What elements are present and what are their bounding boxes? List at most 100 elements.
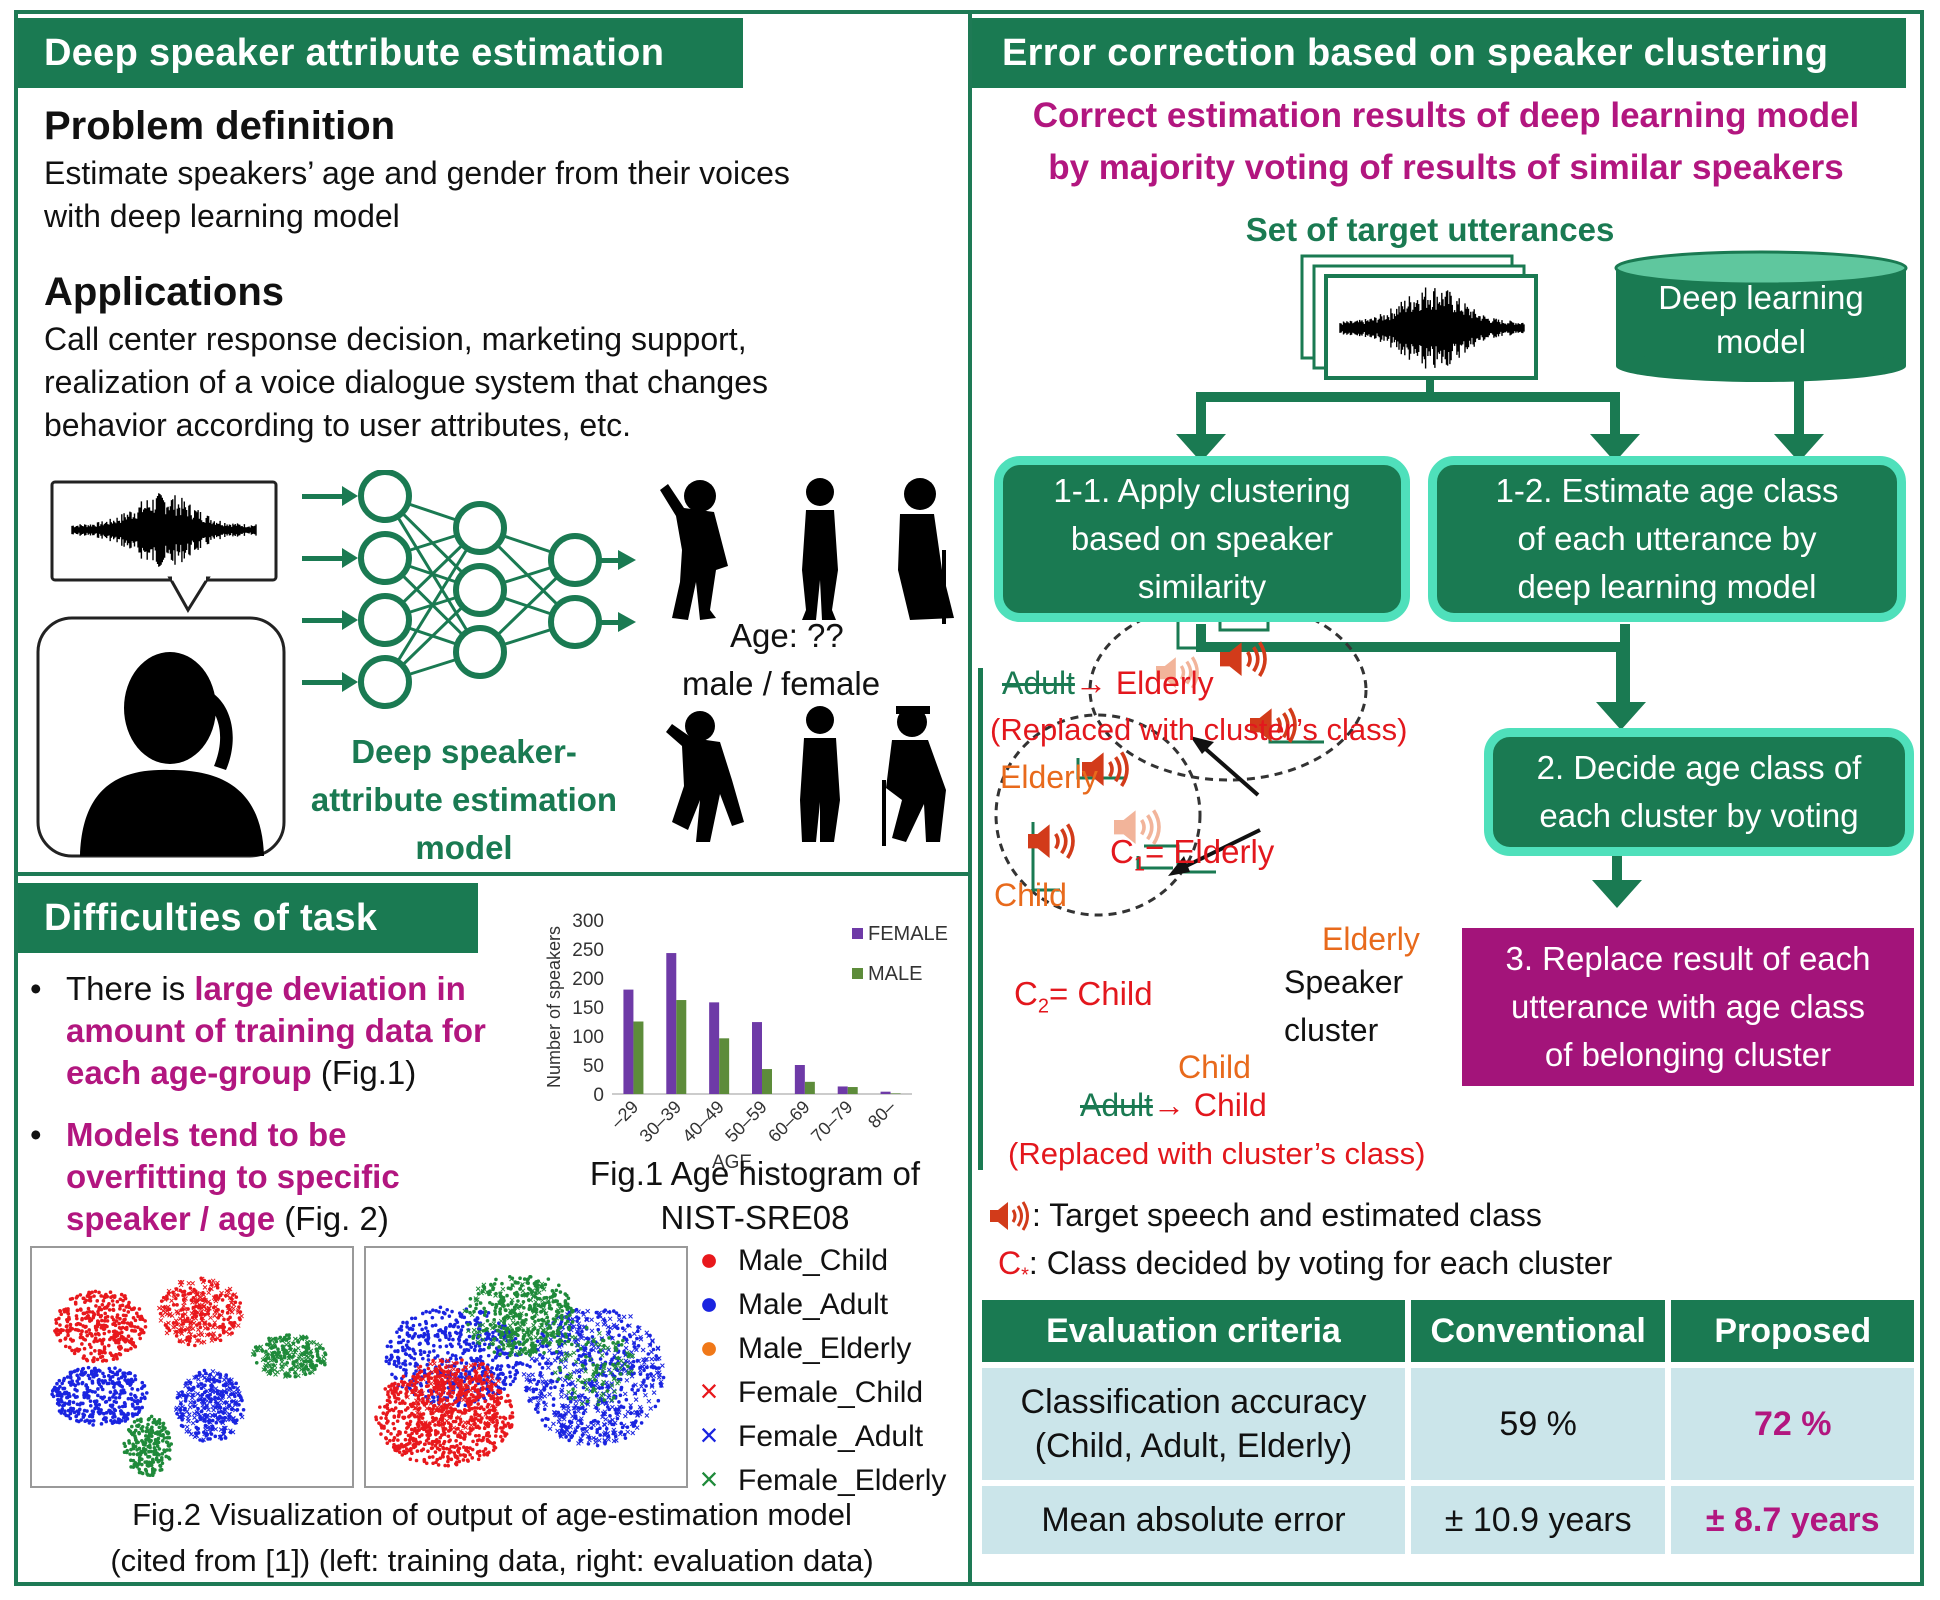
table-cell-conventional: 59 % (1410, 1368, 1666, 1480)
x-tick-label: –29 (607, 1097, 642, 1132)
applications-text: Call center response decision, marketing… (44, 321, 768, 443)
histogram-bar (762, 1069, 772, 1094)
fig2-legend-item: ● Male_Elderly (692, 1326, 946, 1370)
label-elderly-1: Elderly (1000, 759, 1098, 795)
header-conventional: Conventional (1410, 1300, 1666, 1362)
x-tick-label: 50–59 (721, 1097, 771, 1147)
utterances-label: Set of target utterances (1245, 211, 1615, 248)
y-axis-label: Number of speakers (544, 926, 564, 1088)
label-child-1: Child (994, 877, 1067, 913)
histogram-bar (666, 953, 677, 1094)
legend-marker-icon: × (699, 1373, 719, 1409)
table-cell-conventional: ± 10.9 years (1410, 1486, 1666, 1554)
right-subtitle: Correct estimation results of deep learn… (1032, 96, 1860, 187)
y-tick-label: 0 (593, 1085, 604, 1106)
x-tick-label: 40–49 (678, 1097, 728, 1147)
fig2-legend-item: × Female_Elderly (692, 1458, 947, 1502)
speaker-cluster-label: Speaker cluster (1284, 964, 1404, 1048)
legend-label: Male_Elderly (738, 1332, 912, 1365)
fig2-legend-item: ●Male_Child (692, 1238, 946, 1282)
legend-marker-icon: ● (699, 1241, 719, 1277)
person-silhouettes-icon (660, 478, 954, 846)
difficulty-bullet-1: •There is large deviation in amount of t… (30, 970, 486, 1091)
fig2-caption: Fig.2 Visualization of output of age-est… (110, 1497, 874, 1578)
x-axis-label: AGE (712, 1152, 752, 1170)
example-2-change: Adult→ Child (1080, 1087, 1267, 1123)
speaker-legend-icon (990, 1201, 1029, 1231)
gender-label: male / female (682, 665, 881, 702)
difficulty-bullet-2: •Models tend to be overfitting to specif… (30, 1116, 400, 1237)
x-tick-label: 30–39 (636, 1097, 686, 1147)
y-tick-label: 150 (572, 998, 604, 1019)
histogram-bar (847, 1087, 858, 1094)
y-tick-label: 250 (572, 940, 604, 961)
legend-marker-icon: ● (699, 1329, 719, 1365)
right-panel (968, 10, 1924, 1586)
fig2-legend-item: ● Male_Adult (692, 1282, 946, 1326)
table-row-criteria: Mean absolute error (982, 1486, 1405, 1554)
fig2-legend-item: × Female_Child (692, 1370, 946, 1414)
histogram-bar (633, 1021, 644, 1094)
fig2-legend: ●Male_Child●Male_Adult●Male_Elderly×Fema… (692, 1238, 946, 1502)
model-label: Deep speaker- attribute estimation model (310, 733, 618, 866)
x-tick-label: 70–79 (807, 1097, 857, 1147)
cluster-2-label: C2= Child (1014, 975, 1153, 1018)
age-label: Age: ?? (730, 617, 844, 654)
fig1-caption: Fig.1 Age histogram of NIST-SRE08 (589, 1155, 921, 1236)
right-header: Error correction based on speaker cluste… (972, 18, 1906, 88)
y-tick-label: 300 (572, 911, 604, 932)
left-header: Deep speaker attribute estimation (18, 18, 743, 88)
table-cell-proposed: 72 % (1671, 1368, 1914, 1480)
label-elderly-2: Elderly (1322, 921, 1420, 957)
histogram-bar (623, 989, 634, 1094)
flow-arrows (978, 374, 1824, 1170)
histogram-bar (837, 1086, 848, 1094)
legend-swatch (852, 928, 863, 939)
header-proposed: Proposed (1671, 1300, 1914, 1362)
db-label: Deep learning model (1658, 279, 1864, 360)
table-row-criteria: Classification accuracy(Child, Adult, El… (982, 1368, 1405, 1480)
x-tick-label: 60–69 (764, 1097, 814, 1147)
legend-marker-icon: × (699, 1461, 719, 1497)
evaluation-table: Evaluation criteria Conventional Propose… (976, 1294, 1920, 1560)
histogram-bar (719, 1038, 730, 1094)
histogram-bar (880, 1091, 891, 1094)
histogram-bar (890, 1093, 901, 1094)
evaluation-data-scatter (364, 1246, 688, 1488)
difficulties-header: Difficulties of task (18, 883, 478, 953)
problem-text: Estimate speakers’ age and gender from t… (44, 155, 790, 234)
utterance-stack-icon (1300, 254, 1538, 380)
legend-class: C*: Class decided by voting for each clu… (998, 1245, 1613, 1287)
x-tick-label: 80– (864, 1097, 899, 1132)
fig2-legend-item: × Female_Adult (692, 1414, 946, 1458)
legend-label: MALE (868, 963, 922, 985)
cluster-1-label: C1= Elderly (1110, 833, 1275, 876)
problem-title: Problem definition (44, 104, 396, 148)
legend-label: Female_Adult (738, 1420, 924, 1453)
database-icon (1614, 250, 1908, 382)
histogram-bar (676, 1000, 687, 1094)
table-cell-proposed: ± 8.7 years (1671, 1486, 1914, 1554)
legend-swatch (852, 968, 863, 979)
legend-marker-icon: × (699, 1417, 719, 1453)
histogram-bar (804, 1081, 815, 1094)
example-1-change: Adult→ Elderly (1002, 665, 1214, 701)
y-tick-label: 200 (572, 969, 604, 990)
speaker-icons (1028, 641, 1297, 859)
example-1-replaced: (Replaced with cluster’s class) (990, 712, 1408, 747)
legend-marker-icon: ● (699, 1285, 719, 1321)
y-tick-label: 100 (572, 1027, 604, 1048)
flow-diagram (978, 250, 1908, 1170)
y-tick-label: 50 (583, 1056, 604, 1077)
legend-label: Female_Elderly (738, 1464, 947, 1497)
speaker-illustration (36, 470, 954, 858)
legend-label: Female_Child (738, 1376, 924, 1409)
histogram-bar (752, 1022, 762, 1094)
waveform-icon (71, 493, 257, 567)
legend-label: Male_Adult (738, 1288, 889, 1321)
